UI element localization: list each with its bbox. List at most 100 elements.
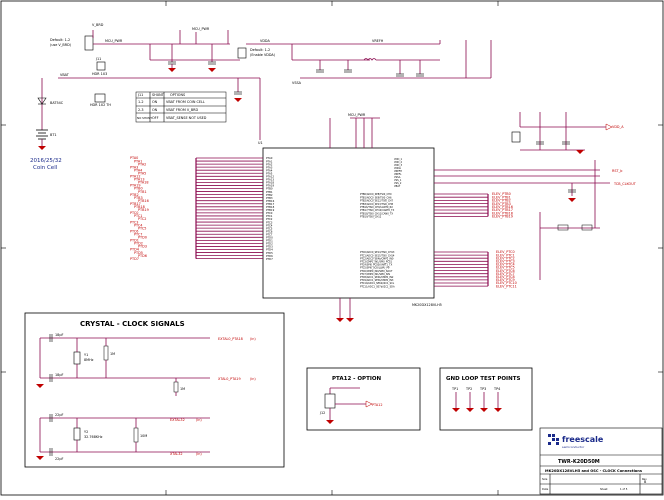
right-signal-label: ELEV_PTB0 xyxy=(492,192,511,196)
jumper-j12[interactable] xyxy=(324,393,336,409)
right-signal-bus: ELEV_PTB0ELEV_PTB1ELEV_PTB2ELEV_PTB3ELEV… xyxy=(434,192,517,288)
mcu-right-pin-label: PTC10/ADC1_SE6b/I2C1_SCL xyxy=(360,282,395,285)
left-signal-label: PTA5 xyxy=(138,171,146,175)
mcu-left-pin-label: PTA0 xyxy=(266,156,273,160)
mcu-supply-pin-label: VDD_1 xyxy=(394,158,403,161)
left-signal-label: PTA4 xyxy=(134,168,142,172)
left-signal-label: PTA19 xyxy=(130,184,141,188)
sheet-value: 1 of 5 xyxy=(620,487,628,491)
rev-value: B xyxy=(644,480,647,484)
opt-r2c1: OFF xyxy=(152,116,159,120)
opt-header-0: J11 xyxy=(137,93,143,97)
mcu-left-pin-label: PTD6 xyxy=(266,254,273,258)
right-signal-label: ELEV_PTC2 xyxy=(496,256,515,260)
battery-ref: BT1 xyxy=(50,133,57,137)
left-signal-label: PTD0 xyxy=(138,236,147,240)
left-signal-label: PTB18 xyxy=(134,205,145,209)
reset-clk-area: VDD_A RST_b TCB_CLKOUT xyxy=(434,112,637,280)
mcu-left-pin-label: PTB17 xyxy=(266,202,275,206)
net-xtal: XTAL0_PTA19 xyxy=(218,377,241,381)
mcu-left-pin-label: PTA13 xyxy=(266,178,274,182)
mcu-u1: U1 MK20DX128VLH5 MCU_PWR xyxy=(258,113,442,322)
mcu-right-pin-label: PTC11/ADC1_SE7b/I2C1_SDA xyxy=(360,285,395,288)
left-signal-label: PTB3 xyxy=(134,196,143,200)
right-signal-label: ELEV_PTC8 xyxy=(496,275,515,279)
mcu-right-pin-label: PTC9/ADC1_SE5b/CMP0_IN3 xyxy=(360,279,394,282)
right-signal-label: ELEV_PTB19 xyxy=(492,215,513,219)
left-signal-label: PTA0 xyxy=(130,156,138,160)
net-vdda-label: VDDA xyxy=(260,39,270,43)
mcu-left-pin-label: PTA4 xyxy=(266,168,273,172)
mcu-supply-pin-label: VDD_3 xyxy=(394,164,403,167)
crystal-y2 xyxy=(73,427,81,441)
mcu-left-pin-label: PTB2 xyxy=(266,193,273,197)
mcu-left-pin-label: PTB18 xyxy=(266,205,275,209)
mcu-left-pin-label: PTB3 xyxy=(266,196,273,200)
mcu-left-pin-label: PTA3 xyxy=(266,165,273,169)
mcu-right-pin-label: PTB3/ADC0_SE13/TSI0_CH8 xyxy=(360,203,393,206)
net-mcu-pwr-label-1: MCU_PWR xyxy=(105,39,123,43)
opt-r0c2: VBAT FROM COIN CELL xyxy=(166,100,205,104)
left-signal-label: PTB16 xyxy=(138,199,149,203)
tp-3: TP4 xyxy=(493,387,500,391)
jumper-right[interactable] xyxy=(511,131,521,143)
mcu-left-pin-label: PTD5 xyxy=(266,251,273,255)
mcu-left-pin-label: PTA1 xyxy=(266,159,273,163)
left-signal-label: PTB0 xyxy=(134,187,143,191)
y1-ref: Y1 xyxy=(84,353,88,357)
tp-1: TP2 xyxy=(465,387,472,391)
net-vref-label: VREFH xyxy=(372,39,384,43)
mcu-right-pin-label: PTB17/TSI0_CH10/UART0_TX xyxy=(360,209,395,212)
left-signal-label: PTD2 xyxy=(134,242,143,246)
cap3-val: 22pF xyxy=(55,413,63,417)
company-sub: semiconductor xyxy=(562,445,585,449)
jumper-top-label: Default: 1-2 xyxy=(50,38,70,42)
mcu-left-pin-label: PTB19 xyxy=(266,208,275,212)
opt-r2c2: VBAT_SENSE NOT USED xyxy=(166,116,207,120)
gnd-loop-section: GND LOOP TEST POINTS TP1 TP2 TP3 TP4 xyxy=(439,367,533,431)
mcu-left-pin-label: PTA19 xyxy=(266,184,274,188)
mcu-left-pin-label: PTC7 xyxy=(266,232,273,236)
jumper-j11[interactable] xyxy=(96,61,106,71)
right-signal-label: ELEV_PTC7 xyxy=(496,272,515,276)
jumper-j6[interactable] xyxy=(94,93,106,103)
mcu-supply-pin-label: VSS_2 xyxy=(394,182,402,185)
net-vbat-label: VBAT xyxy=(60,73,70,77)
battery-label-1: 2016/25/32 xyxy=(30,158,62,164)
sheet-title: TWR-K20D50M xyxy=(558,459,600,465)
r2-val: 10M xyxy=(140,434,147,438)
mcu-left-pin-label: PTB0 xyxy=(266,187,273,191)
jumper-mid-label: Default: 1-2 xyxy=(250,48,270,52)
jumper-mid[interactable] xyxy=(237,47,247,59)
right-signal-label: ELEV_PTC3 xyxy=(496,260,515,264)
mcu-left-pin-label: PTC6 xyxy=(266,229,273,233)
cap4-val: 22pF xyxy=(55,457,63,461)
mcu-supply-pin-label: VBAT xyxy=(394,185,401,188)
diode-label: BAT54C xyxy=(50,101,64,105)
left-signal-label: PTC4 xyxy=(134,223,142,227)
mcu-top-net: MCU_PWR xyxy=(348,113,366,117)
mcu-body xyxy=(262,147,435,299)
size-label: Size xyxy=(542,477,548,481)
pta12-net: PTA12 xyxy=(372,403,383,407)
mcu-left-pin-label: PTB16 xyxy=(266,199,275,203)
jumper-top[interactable] xyxy=(84,35,94,51)
freescale-logo-icon xyxy=(548,434,559,445)
mcu-right-pin-label: PTB1/ADC0_SE9/TSI0_CH6 xyxy=(360,196,392,199)
mcu-right-pin-label: PTB16/TSI0_CH9/UART0_RX xyxy=(360,206,393,209)
opt-header-2: OPTIONS xyxy=(170,93,185,97)
left-signal-label: PTC7 xyxy=(134,232,142,236)
mcu-ref: U1 xyxy=(258,141,263,145)
mcu-right-pin-label: PTC8/ADC1_SE4b/CMP0_IN2 xyxy=(360,276,394,279)
crystal-y1 xyxy=(73,351,81,365)
mcu-left-pin-label: PTD3 xyxy=(266,245,273,249)
left-signal-label: PTD6 xyxy=(138,254,147,258)
j12-ref: J12 xyxy=(319,411,325,415)
mcu-left-pin-label: PTA2 xyxy=(266,162,273,166)
crystal-section: CRYSTAL - CLOCK SIGNALS Y1 8MHz 1M EXTAL… xyxy=(24,312,285,468)
mcu-left-pin-label: PTA18 xyxy=(266,181,274,185)
mcu-right-pin-label: PTC4/SPI0_PCS0/UART1_TX xyxy=(360,264,393,267)
opt-r0c1: ON xyxy=(152,100,158,104)
